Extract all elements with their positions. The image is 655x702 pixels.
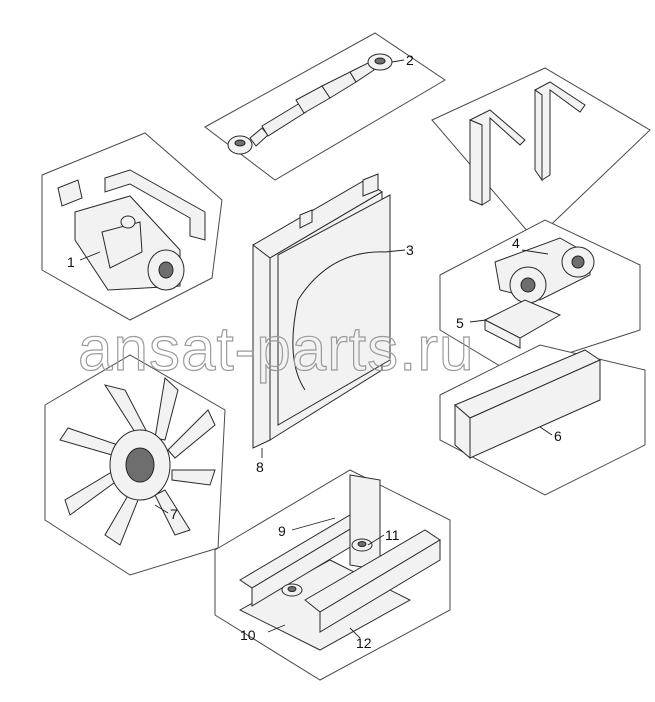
- callout-10: 10: [240, 627, 256, 643]
- tensioner-bracket: [483, 299, 562, 349]
- panel-brackets: [431, 67, 651, 241]
- panel-filter: [41, 132, 223, 321]
- support-channel: [454, 349, 602, 460]
- callout-12: 12: [356, 635, 372, 651]
- belt-tensioner: [494, 237, 595, 304]
- rubber-mount: [281, 538, 373, 597]
- callout-2: 2: [406, 52, 414, 68]
- cross-member: [304, 529, 441, 633]
- panel-radiator: [252, 173, 406, 458]
- callout-11: 11: [385, 527, 400, 543]
- callout-3: 3: [406, 242, 414, 258]
- panel-frame: [214, 469, 451, 681]
- callout-8: 8: [256, 459, 264, 475]
- fan: [59, 377, 216, 546]
- watermark: ansat-parts.ru: [78, 315, 475, 384]
- tie-rod: [227, 53, 393, 155]
- callout-7: 7: [170, 506, 178, 522]
- panel-tie-rod: [204, 32, 446, 181]
- filter-assembly: [57, 169, 206, 291]
- callout-9: 9: [278, 523, 286, 539]
- panel-channel: [439, 344, 646, 496]
- fan-shroud: [277, 173, 391, 426]
- panel-fan: [44, 354, 226, 576]
- callout-4: 4: [512, 235, 520, 251]
- callout-5: 5: [456, 315, 464, 331]
- callout-1: 1: [67, 254, 75, 270]
- mounting-brackets: [468, 81, 586, 206]
- panel-tensioner: [439, 219, 641, 373]
- callout-6: 6: [554, 428, 562, 444]
